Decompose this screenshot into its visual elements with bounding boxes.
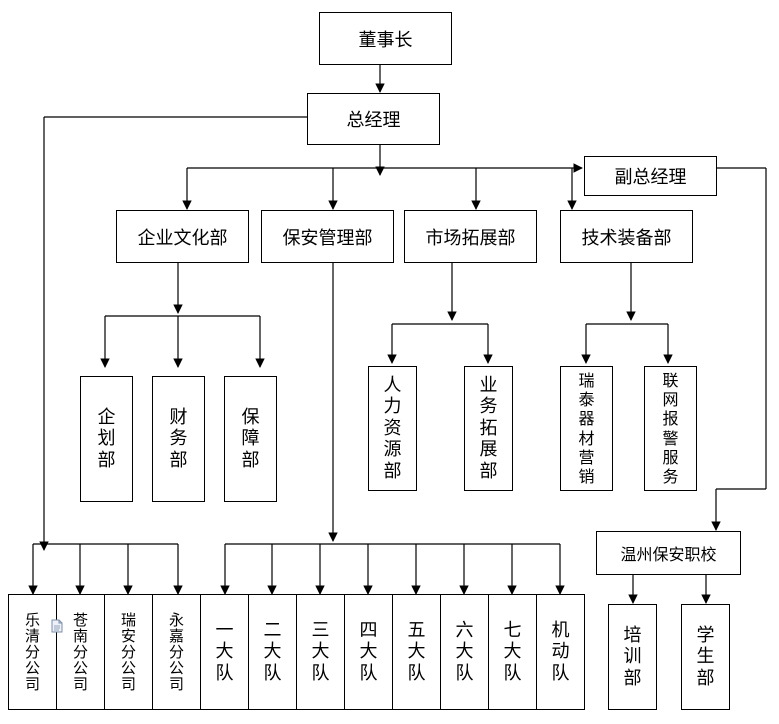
brigade-7-label: 七大队 bbox=[503, 619, 522, 684]
dept-culture-box: 企业文化部 bbox=[116, 210, 249, 263]
branch-ruian-box: 瑞安分公司 bbox=[104, 594, 153, 710]
branch-cangnan-box: 苍南分公司 bbox=[56, 594, 105, 710]
branch-cangnan-label: 苍南分公司 bbox=[72, 610, 88, 694]
sub-business-box: 业务拓展部 bbox=[464, 366, 513, 491]
brigade-2-label: 二大队 bbox=[263, 619, 282, 684]
brigade-2-box: 二大队 bbox=[248, 594, 297, 710]
sub-alarm-service-label: 联网报警服务 bbox=[662, 370, 679, 486]
brigade-mobile-box: 机动队 bbox=[536, 594, 585, 710]
sub-hr-box: 人力资源部 bbox=[368, 366, 417, 491]
sub-finance-box: 财务部 bbox=[152, 376, 205, 502]
school-student-label: 学生部 bbox=[696, 624, 715, 689]
sub-business-label: 业务拓展部 bbox=[479, 374, 498, 482]
general-manager-box: 总经理 bbox=[307, 93, 440, 145]
brigade-5-label: 五大队 bbox=[407, 619, 426, 684]
school-student-box: 学生部 bbox=[681, 604, 730, 710]
sub-planning-label: 企划部 bbox=[97, 406, 116, 471]
brigade-7-box: 七大队 bbox=[488, 594, 537, 710]
sub-support-box: 保障部 bbox=[224, 376, 277, 502]
brigade-6-label: 六大队 bbox=[455, 619, 474, 684]
school-box: 温州保安职校 bbox=[596, 531, 741, 575]
sub-alarm-service-box: 联网报警服务 bbox=[644, 366, 697, 491]
sub-planning-box: 企划部 bbox=[80, 376, 133, 502]
brigade-4-label: 四大队 bbox=[359, 619, 378, 684]
sub-finance-label: 财务部 bbox=[169, 406, 188, 471]
brigade-1-box: 一大队 bbox=[200, 594, 249, 710]
branch-yueqing-box: 乐清分公司 bbox=[8, 594, 57, 710]
chairman-box: 董事长 bbox=[319, 12, 452, 65]
dept-tech-box: 技术装备部 bbox=[560, 210, 693, 263]
dept-security-mgmt-box: 保安管理部 bbox=[261, 210, 394, 263]
brigade-1-label: 一大队 bbox=[215, 619, 234, 684]
brigade-mobile-label: 机动队 bbox=[551, 619, 570, 684]
brigade-4-box: 四大队 bbox=[344, 594, 393, 710]
sub-support-label: 保障部 bbox=[241, 406, 260, 471]
branch-ruian-label: 瑞安分公司 bbox=[120, 610, 136, 694]
brigade-5-box: 五大队 bbox=[392, 594, 441, 710]
sub-equipment-sales-box: 瑞泰器材营销 bbox=[560, 366, 613, 491]
deputy-manager-box: 副总经理 bbox=[584, 156, 717, 196]
school-training-label: 培训部 bbox=[623, 624, 642, 689]
brigade-3-label: 三大队 bbox=[311, 619, 330, 684]
branch-yongjia-box: 永嘉分公司 bbox=[152, 594, 201, 710]
document-icon bbox=[51, 619, 63, 633]
brigade-3-box: 三大队 bbox=[296, 594, 345, 710]
branch-yongjia-label: 永嘉分公司 bbox=[168, 610, 184, 694]
brigade-6-box: 六大队 bbox=[440, 594, 489, 710]
branch-yueqing-label: 乐清分公司 bbox=[24, 610, 40, 694]
school-training-box: 培训部 bbox=[608, 604, 657, 710]
sub-equipment-sales-label: 瑞泰器材营销 bbox=[578, 370, 595, 486]
dept-market-box: 市场拓展部 bbox=[404, 210, 537, 263]
sub-hr-label: 人力资源部 bbox=[383, 374, 402, 482]
